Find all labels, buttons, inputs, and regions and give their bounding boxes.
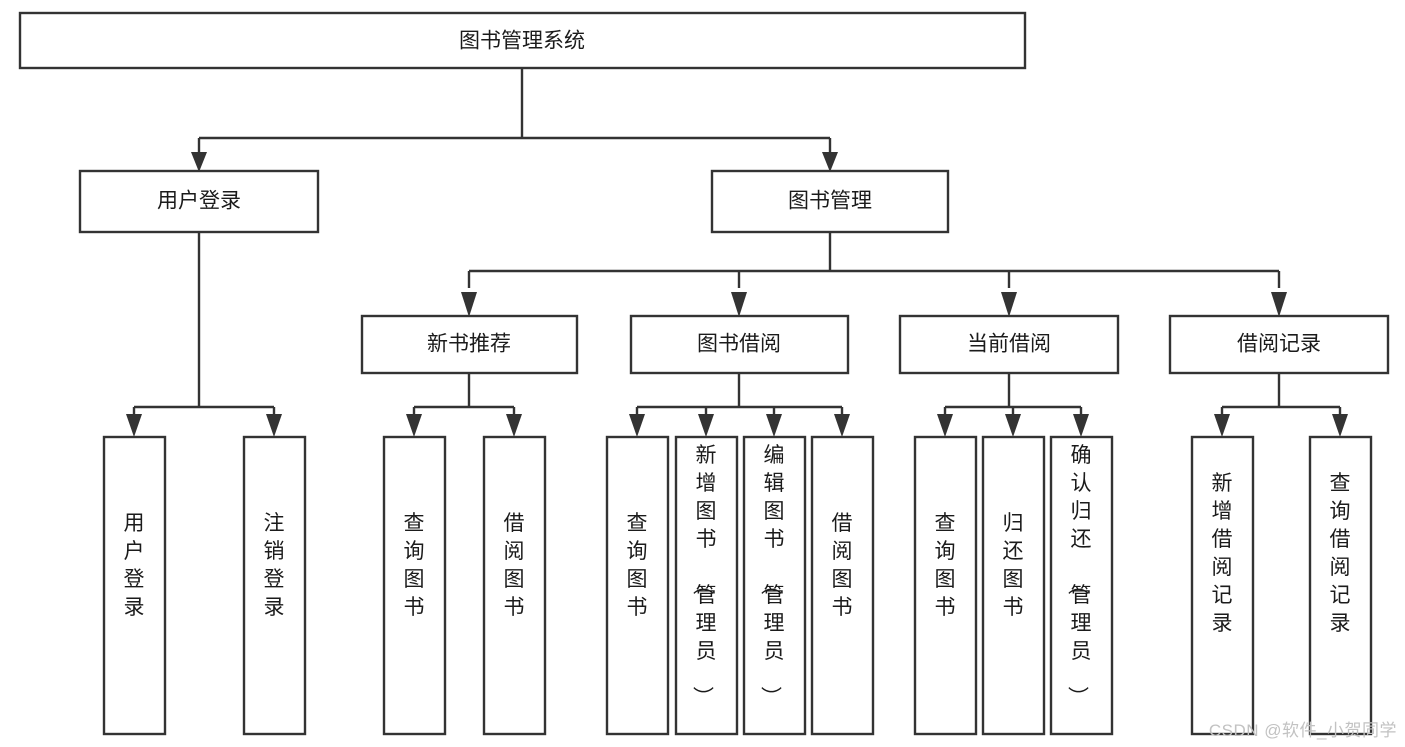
node-leaf-add-book-label: 新增图书（管理员） <box>691 444 717 707</box>
node-leaf-return-book[interactable]: 归还图书 <box>981 435 1046 736</box>
node-login-box[interactable] <box>78 169 320 234</box>
connector-bookmgmt-trunk <box>467 232 1281 288</box>
node-borrow[interactable]: 图书借阅 <box>629 314 850 375</box>
node-root-box[interactable] <box>18 11 1027 70</box>
arrow-to-borrow <box>731 292 747 317</box>
node-leaf-query-book-2-box[interactable] <box>605 435 670 736</box>
node-bookmgmt-label: 图书管理 <box>788 190 872 213</box>
node-borrow-label: 图书借阅 <box>697 333 781 356</box>
node-current[interactable]: 当前借阅 <box>898 314 1120 375</box>
node-leaf-user-logout[interactable]: 注销登录 <box>242 435 307 736</box>
node-leaf-return-book-label: 归还图书 <box>1003 512 1024 619</box>
node-leaf-confirm-return-label: 确认归还（管理员） <box>1066 444 1092 707</box>
connector-records-trunk <box>1220 373 1342 414</box>
arrow-to-leaf-add-record <box>1214 414 1230 437</box>
node-leaf-user-login-box[interactable] <box>102 435 167 736</box>
arrow-to-leaf-borrow-book-1 <box>506 414 522 437</box>
node-leaf-add-book-box[interactable] <box>674 435 739 736</box>
arrow-to-records <box>1271 292 1287 317</box>
csdn-watermark: CSDN @软件_小贺同学 <box>1208 721 1397 740</box>
node-records[interactable]: 借阅记录 <box>1168 314 1390 375</box>
node-leaf-user-login-label: 用户登录 <box>124 512 145 619</box>
arrow-to-leaf-query-book-1 <box>406 414 422 437</box>
node-current-label: 当前借阅 <box>967 333 1051 356</box>
node-leaf-add-record[interactable]: 新增借阅记录 <box>1190 435 1255 736</box>
node-leaf-add-record-box[interactable] <box>1190 435 1255 736</box>
arrow-to-leaf-user-logout <box>266 414 282 437</box>
node-leaf-query-record[interactable]: 查询借阅记录 <box>1308 435 1373 736</box>
arrow-to-leaf-user-login <box>126 414 142 437</box>
node-leaf-confirm-return-box[interactable] <box>1049 435 1114 736</box>
arrow-to-bookmgmt <box>822 152 838 172</box>
node-login-label: 用户登录 <box>157 190 241 213</box>
node-root[interactable]: 图书管理系统 <box>18 11 1027 70</box>
node-bookmgmt[interactable]: 图书管理 <box>710 169 950 234</box>
arrow-to-leaf-query-record <box>1332 414 1348 437</box>
node-leaf-query-book-1[interactable]: 查询图书 <box>382 435 447 736</box>
node-leaf-edit-book-box[interactable] <box>742 435 807 736</box>
node-leaf-return-book-box[interactable] <box>981 435 1046 736</box>
arrow-to-leaf-query-book-3 <box>937 414 953 437</box>
node-leaf-add-book[interactable]: 新增图书（管理员） <box>674 435 739 736</box>
arrow-to-leaf-borrow-book-2 <box>834 414 850 437</box>
arrow-to-leaf-return-book <box>1005 414 1021 437</box>
connector-login-trunk <box>132 232 276 414</box>
connector-current-trunk <box>943 373 1083 414</box>
arrow-to-current <box>1001 292 1017 317</box>
arrow-to-leaf-confirm-return <box>1073 414 1089 437</box>
node-leaf-add-record-label: 新增借阅记录 <box>1212 472 1233 635</box>
node-root-label: 图书管理系统 <box>459 30 585 53</box>
node-leaf-borrow-book-1[interactable]: 借阅图书 <box>482 435 547 736</box>
node-leaf-query-book-1-box[interactable] <box>382 435 447 736</box>
node-leaf-query-book-3[interactable]: 查询图书 <box>913 435 978 736</box>
node-newbook-box[interactable] <box>360 314 579 375</box>
node-leaf-user-login[interactable]: 用户登录 <box>102 435 167 736</box>
node-leaf-edit-book[interactable]: 编辑图书（管理员） <box>742 435 807 736</box>
arrow-to-leaf-add-book <box>698 414 714 437</box>
node-leaf-query-book-2[interactable]: 查询图书 <box>605 435 670 736</box>
arrow-to-newbook <box>461 292 477 317</box>
node-leaf-edit-book-label: 编辑图书（管理员） <box>759 444 785 707</box>
node-leaf-borrow-book-1-box[interactable] <box>482 435 547 736</box>
connector-root-trunk <box>197 68 832 158</box>
node-login[interactable]: 用户登录 <box>78 169 320 234</box>
node-leaf-query-book-3-label: 查询图书 <box>935 512 956 619</box>
node-records-box[interactable] <box>1168 314 1390 375</box>
arrow-to-leaf-query-book-2 <box>629 414 645 437</box>
connector-borrow-trunk <box>635 373 844 414</box>
node-leaf-query-book-1-label: 查询图书 <box>404 512 425 619</box>
node-leaf-confirm-return[interactable]: 确认归还（管理员） <box>1049 435 1114 736</box>
connector-newbook-trunk <box>412 373 516 414</box>
node-leaf-user-logout-label: 注销登录 <box>264 512 285 619</box>
node-leaf-query-book-2-label: 查询图书 <box>627 512 648 619</box>
node-leaf-query-record-label: 查询借阅记录 <box>1330 472 1351 635</box>
node-leaf-query-book-3-box[interactable] <box>913 435 978 736</box>
arrow-to-login <box>191 152 207 172</box>
node-current-box[interactable] <box>898 314 1120 375</box>
node-borrow-box[interactable] <box>629 314 850 375</box>
node-leaf-borrow-book-2-box[interactable] <box>810 435 875 736</box>
node-records-label: 借阅记录 <box>1237 333 1321 356</box>
node-newbook-label: 新书推荐 <box>427 333 511 356</box>
node-bookmgmt-box[interactable] <box>710 169 950 234</box>
arrow-to-leaf-edit-book <box>766 414 782 437</box>
node-leaf-query-record-box[interactable] <box>1308 435 1373 736</box>
node-leaf-borrow-book-2[interactable]: 借阅图书 <box>810 435 875 736</box>
node-leaf-borrow-book-2-label: 借阅图书 <box>832 512 853 619</box>
node-leaf-borrow-book-1-label: 借阅图书 <box>504 512 525 619</box>
node-newbook[interactable]: 新书推荐 <box>360 314 579 375</box>
connectors-layer <box>126 68 1348 437</box>
node-leaf-user-logout-box[interactable] <box>242 435 307 736</box>
